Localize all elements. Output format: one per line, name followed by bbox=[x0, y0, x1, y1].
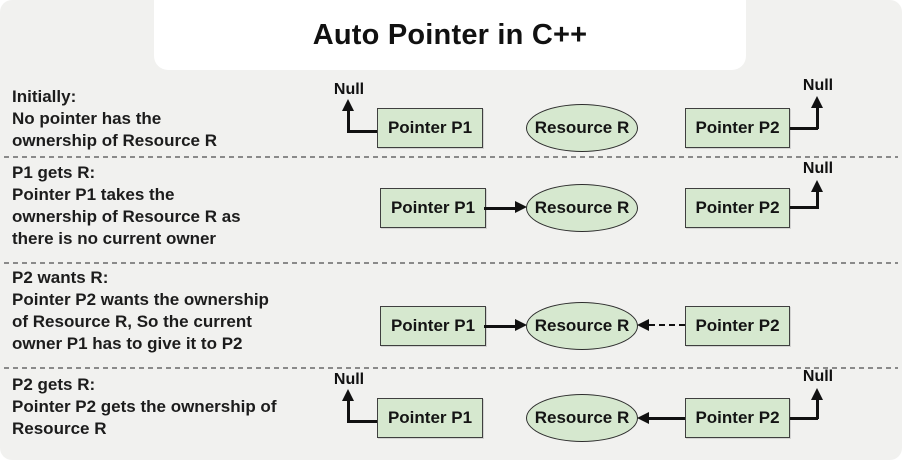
p2-null-connector bbox=[790, 206, 818, 209]
p1-to-resource-arrow bbox=[484, 207, 516, 210]
null-label: Null bbox=[802, 368, 834, 385]
title-banner: Auto Pointer in C++ bbox=[154, 0, 746, 70]
p1-null-connector bbox=[347, 130, 377, 133]
p1-to-resource-arrow bbox=[484, 325, 516, 328]
arrow-up-icon bbox=[342, 389, 354, 401]
p1-null-connector bbox=[347, 420, 377, 423]
arrow-up-icon bbox=[811, 180, 823, 192]
pointer-p2-node: Pointer P2 bbox=[685, 108, 790, 148]
p2-null-connector bbox=[816, 399, 819, 419]
p2-null-connector bbox=[816, 106, 819, 129]
arrow-right-icon bbox=[515, 319, 527, 331]
arrow-left-icon bbox=[637, 319, 649, 331]
caption-p2-wants-r: P2 wants R: Pointer P2 wants the ownersh… bbox=[12, 268, 269, 353]
resource-r-node: Resource R bbox=[526, 302, 638, 350]
null-label: Null bbox=[333, 81, 365, 98]
caption-p1-gets-r: P1 gets R: Pointer P1 takes the ownershi… bbox=[12, 163, 241, 248]
resource-r-node: Resource R bbox=[526, 104, 638, 152]
p2-to-resource-arrow bbox=[649, 417, 685, 420]
pointer-p1-node: Pointer P1 bbox=[380, 188, 486, 228]
arrow-right-icon bbox=[515, 201, 527, 213]
caption-initially: Initially: No pointer has the ownership … bbox=[12, 87, 217, 150]
pointer-p2-node: Pointer P2 bbox=[685, 306, 790, 346]
resource-r-node: Resource R bbox=[526, 394, 638, 442]
row-separator bbox=[4, 367, 898, 369]
p1-null-connector bbox=[347, 399, 350, 422]
null-label: Null bbox=[333, 371, 365, 388]
arrow-up-icon bbox=[342, 99, 354, 111]
row-separator bbox=[4, 262, 898, 264]
null-label: Null bbox=[802, 77, 834, 94]
caption-p2-gets-r: P2 gets R: Pointer P2 gets the ownership… bbox=[12, 375, 277, 438]
p2-null-connector bbox=[816, 190, 819, 209]
p1-null-connector bbox=[347, 109, 350, 132]
p2-to-resource-dashed-arrow bbox=[649, 324, 685, 326]
p2-null-connector bbox=[790, 127, 818, 130]
arrow-up-icon bbox=[811, 388, 823, 400]
null-label: Null bbox=[802, 160, 834, 177]
pointer-p2-node: Pointer P2 bbox=[685, 188, 790, 228]
pointer-p1-node: Pointer P1 bbox=[380, 306, 486, 346]
pointer-p1-node: Pointer P1 bbox=[377, 398, 483, 438]
pointer-p1-node: Pointer P1 bbox=[377, 108, 483, 148]
arrow-up-icon bbox=[811, 96, 823, 108]
p2-null-connector bbox=[790, 417, 818, 420]
row-separator bbox=[4, 156, 898, 158]
pointer-p2-node: Pointer P2 bbox=[685, 398, 790, 438]
resource-r-node: Resource R bbox=[526, 184, 638, 232]
arrow-left-icon bbox=[637, 412, 649, 424]
page-title: Auto Pointer in C++ bbox=[312, 18, 588, 51]
